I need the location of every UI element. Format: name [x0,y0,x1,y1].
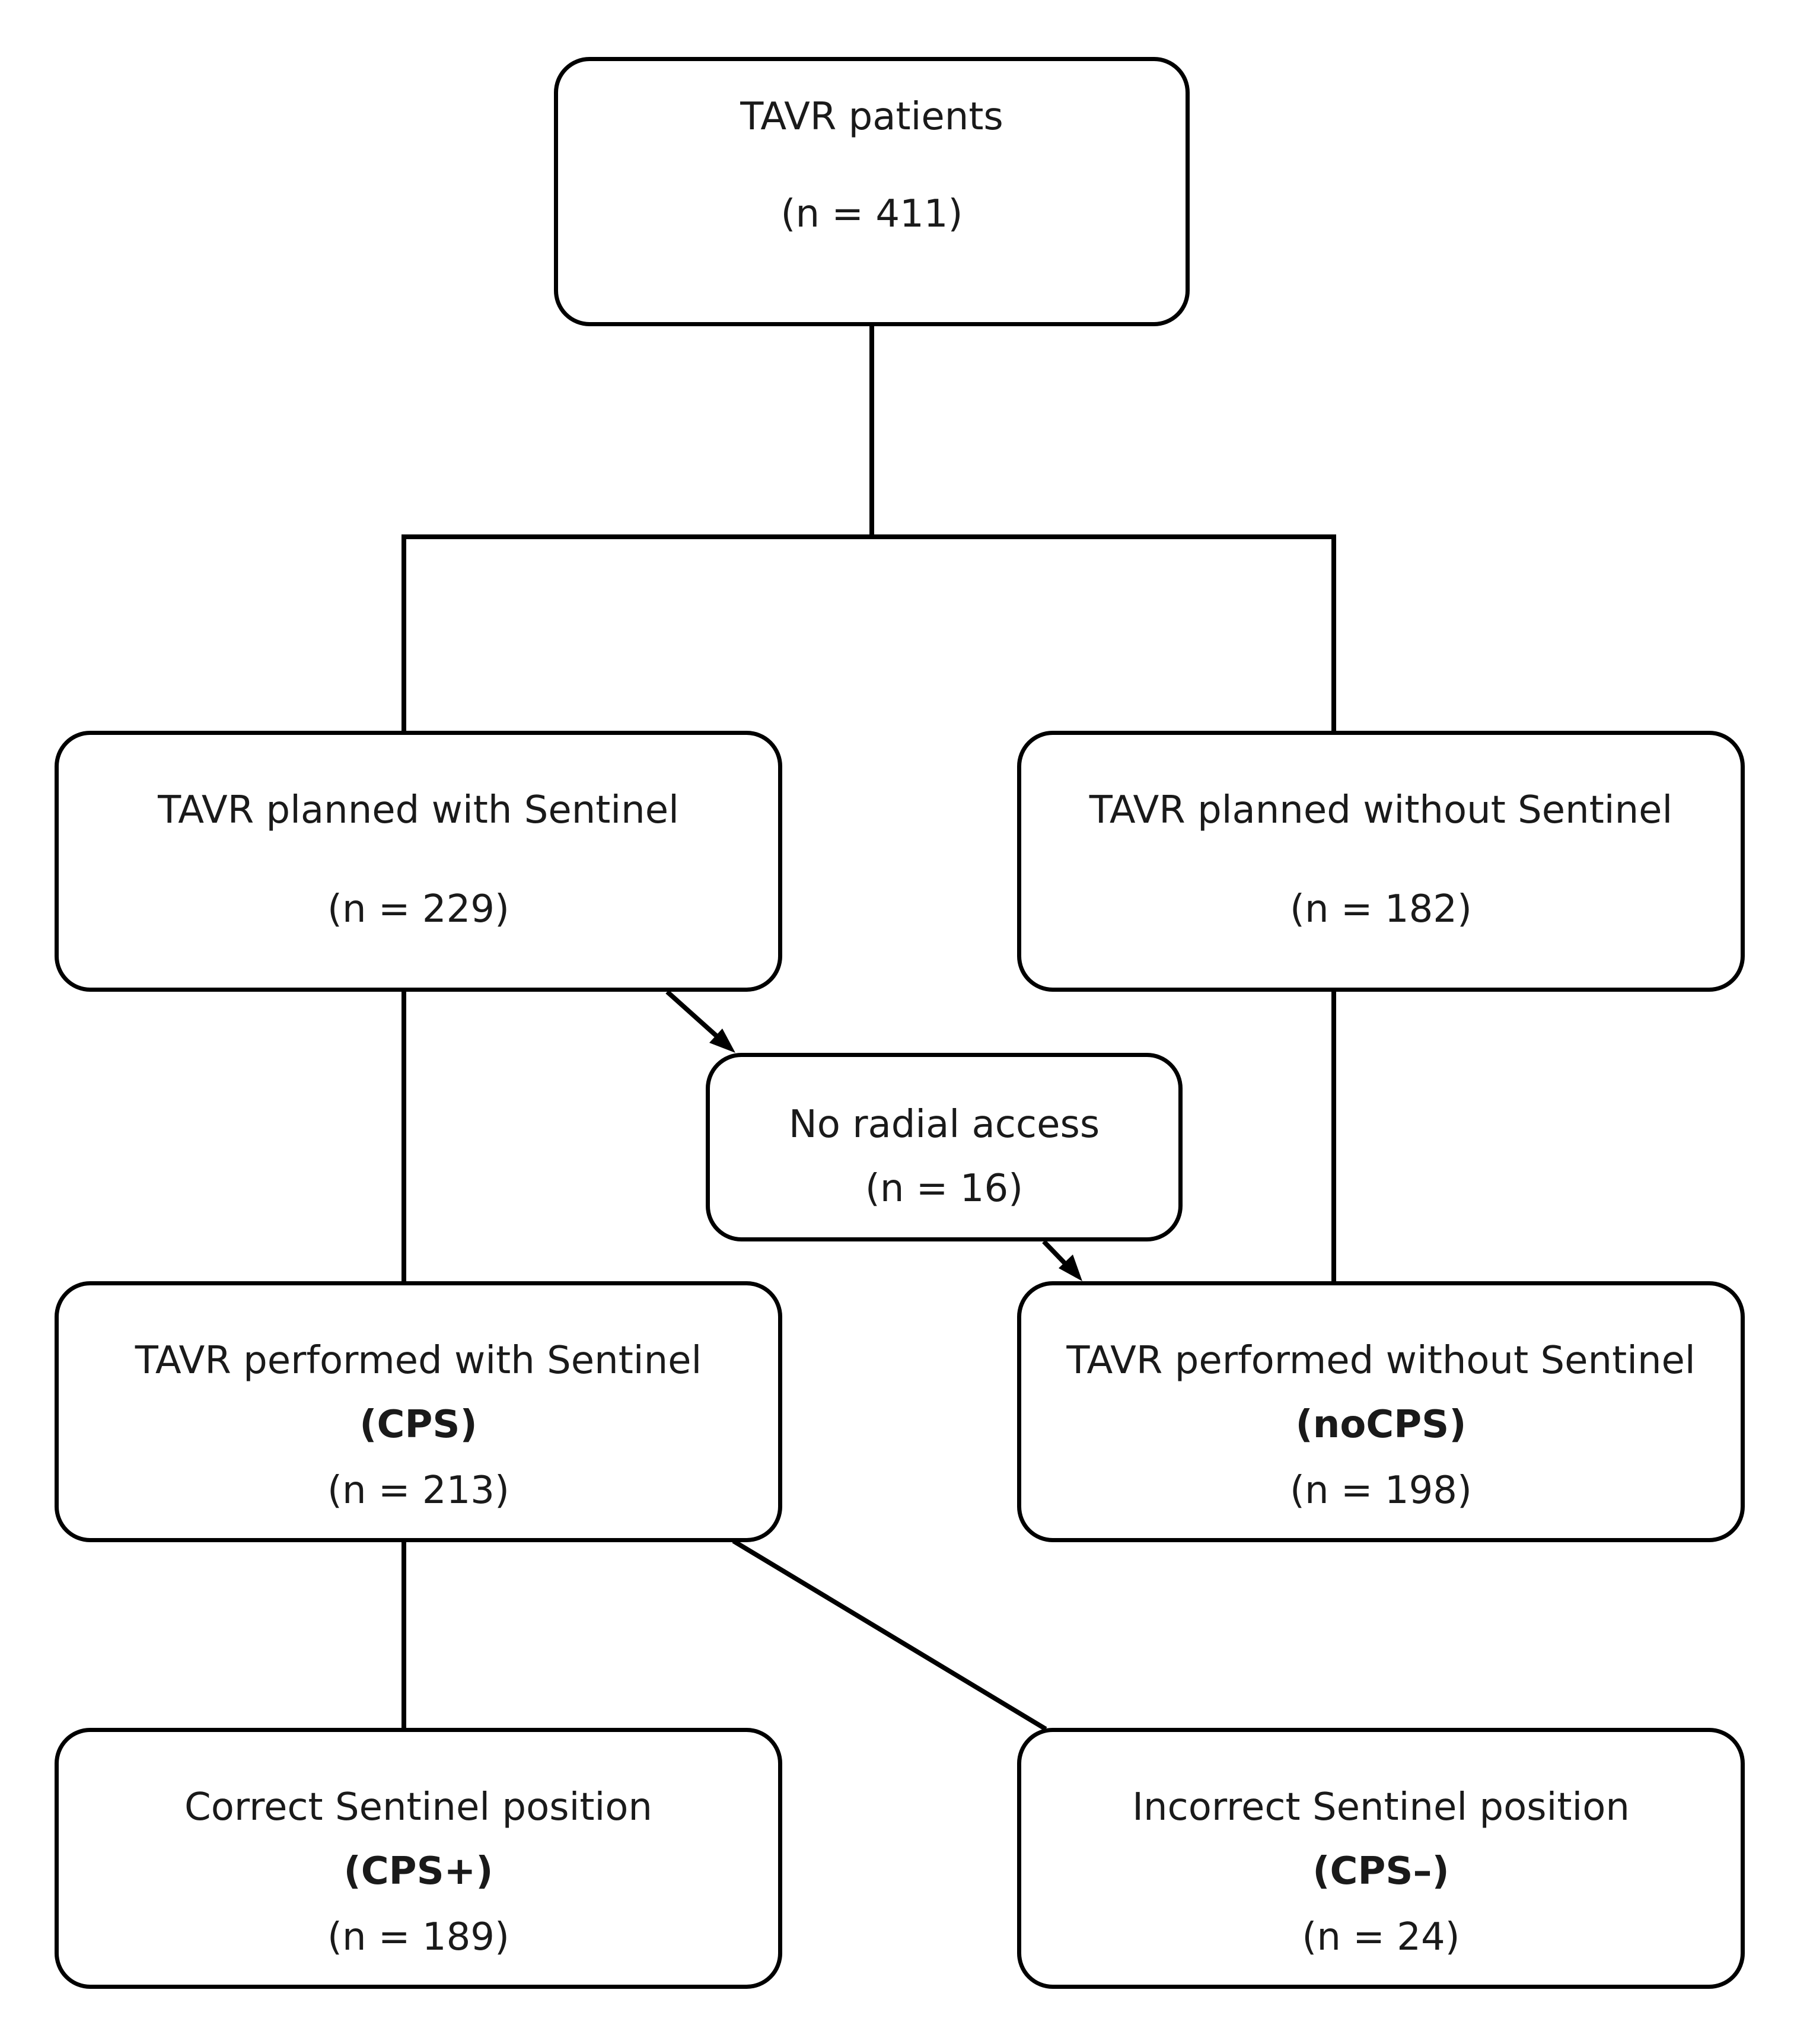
box-count: (n = 229) [327,887,509,931]
box-no-radial-access: No radial access (n = 16) [706,1053,1183,1241]
box-group-label: (CPS) [359,1403,477,1447]
box-count: (n = 198) [1290,1469,1472,1513]
box-group-label: (noCPS) [1295,1403,1467,1447]
box-tavr-patients: TAVR patients (n = 411) [554,57,1190,326]
box-performed-with-sentinel: TAVR performed with Sentinel (CPS) (n = … [55,1281,782,1542]
box-planned-with-sentinel: TAVR planned with Sentinel (n = 229) [55,731,782,992]
box-count: (n = 213) [327,1469,509,1513]
box-title: TAVR performed with Sentinel [135,1339,702,1383]
arrowhead-to-performed-without [1059,1255,1082,1281]
connector-performed-with-to-incorrect [732,1539,1047,1731]
box-incorrect-sentinel-position: Incorrect Sentinel position (CPS–) (n = … [1017,1728,1745,1989]
box-group-label: (CPS+) [343,1849,493,1893]
box-title: No radial access [788,1103,1100,1147]
box-title: TAVR performed without Sentinel [1066,1339,1696,1383]
box-performed-without-sentinel: TAVR performed without Sentinel (noCPS) … [1017,1281,1745,1542]
box-count: (n = 411) [780,192,963,236]
arrowhead-to-no-radial [709,1029,735,1053]
box-count: (n = 189) [327,1915,509,1959]
box-count: (n = 24) [1302,1915,1460,1959]
box-title: Correct Sentinel position [184,1785,652,1829]
box-correct-sentinel-position: Correct Sentinel position (CPS+) (n = 18… [55,1728,782,1989]
box-planned-without-sentinel: TAVR planned without Sentinel (n = 182) [1017,731,1745,992]
box-title: Incorrect Sentinel position [1132,1785,1630,1829]
box-title: TAVR planned with Sentinel [158,788,679,832]
box-title: TAVR planned without Sentinel [1089,788,1673,832]
box-count: (n = 182) [1290,887,1472,931]
box-count: (n = 16) [865,1167,1024,1211]
box-group-label: (CPS–) [1312,1849,1449,1893]
box-title: TAVR patients [740,95,1003,139]
